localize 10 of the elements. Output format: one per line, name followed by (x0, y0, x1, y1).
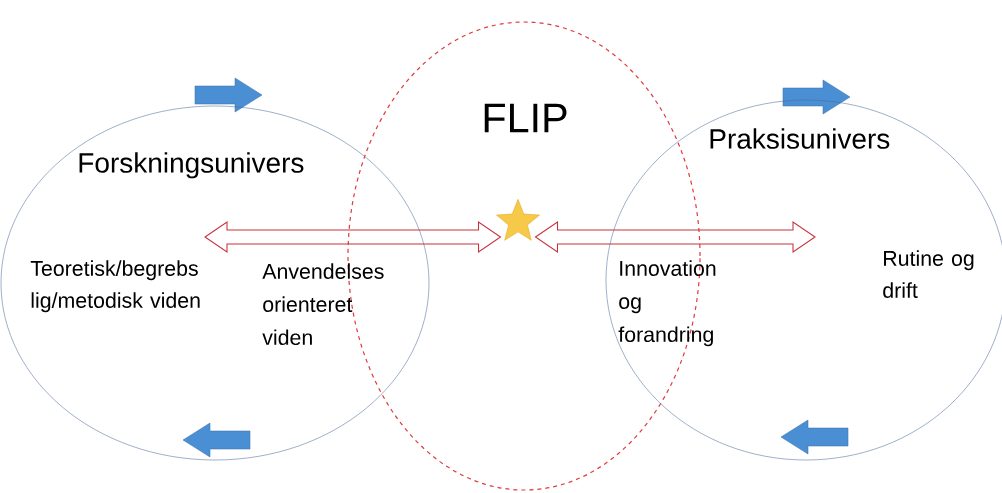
body-text: Rutine og drift (883, 250, 974, 298)
heading: Forskningsunivers (79, 152, 304, 179)
double-arrow (204, 221, 502, 253)
double-arrow (534, 221, 816, 253)
label-text: Anvendelses orienteret viden (262, 263, 384, 346)
body-text: Teoretisk/begrebs lig/metodisk viden (30, 260, 200, 313)
label-text: Innovation og forandring (618, 260, 716, 347)
heading: FLIP (484, 103, 567, 133)
star (496, 199, 540, 241)
heading: Praksisunivers (710, 128, 890, 149)
